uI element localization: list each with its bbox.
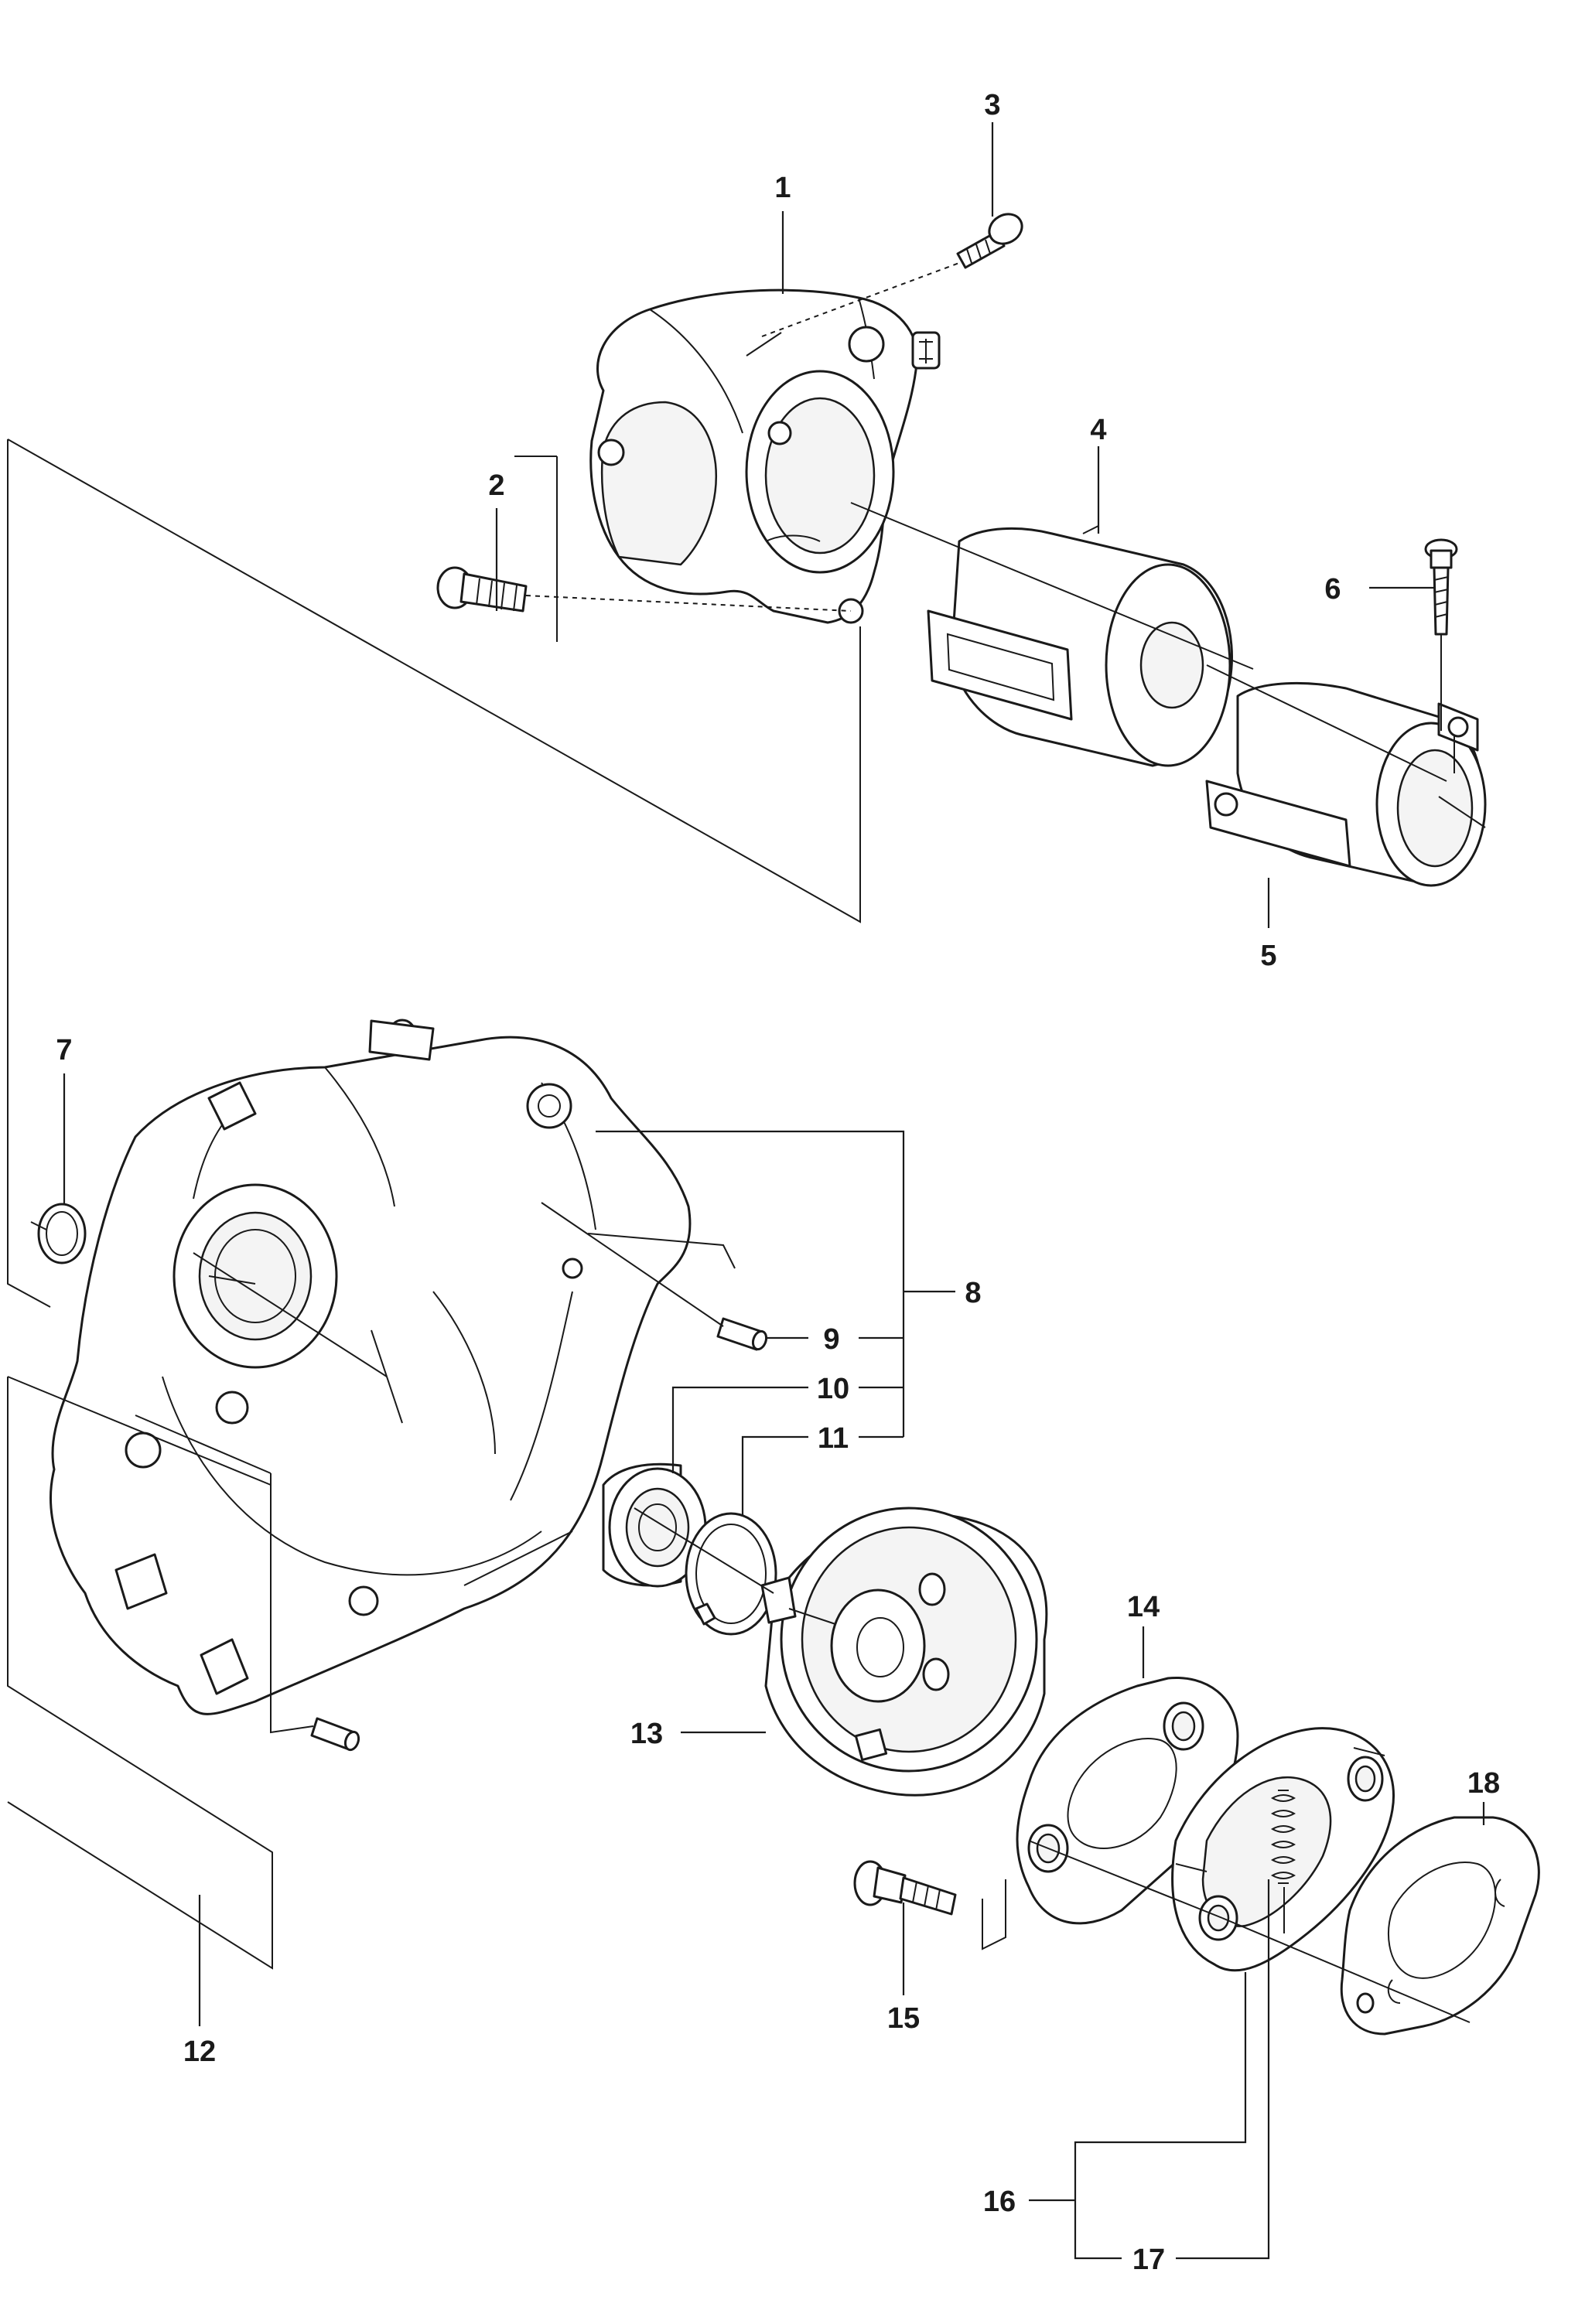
part-clutch-housing-cover [589, 288, 941, 624]
callout-2: 2 [488, 469, 504, 502]
callout-9: 9 [823, 1323, 839, 1356]
part-retaining-ring [685, 1512, 777, 1636]
part-washer-plate-18 [1340, 1816, 1540, 2036]
part-guide-pin-lower [310, 1717, 360, 1752]
callout-1: 1 [774, 172, 791, 204]
callout-11: 11 [818, 1422, 849, 1455]
callout-17: 17 [1132, 2244, 1165, 2276]
part-crankcase-half [50, 1019, 692, 1715]
projection-frames [7, 439, 1006, 1970]
callout-6: 6 [1324, 573, 1341, 606]
callout-labels: 1 2 3 4 5 6 7 8 9 10 11 12 13 14 15 16 1… [56, 89, 1500, 2276]
part-screw-top [956, 213, 1023, 269]
part-vibration-damper [927, 525, 1233, 767]
part-shaft-clamp [1205, 681, 1487, 887]
part-clutch-assembly [1171, 1727, 1395, 1972]
part-circlip [37, 1203, 87, 1264]
part-screw-left [436, 566, 528, 613]
callout-15: 15 [887, 2002, 920, 2035]
callout-16: 16 [983, 2186, 1016, 2218]
part-clutch-spring [1270, 1790, 1296, 1884]
callout-8: 8 [965, 1277, 981, 1309]
callout-3: 3 [984, 89, 1000, 121]
callout-7: 7 [56, 1034, 72, 1066]
callout-13: 13 [630, 1718, 663, 1750]
part-clamp-screw [1424, 538, 1458, 636]
leader-lines [63, 122, 1485, 2260]
part-shoulder-screw [853, 1860, 957, 1916]
callout-12: 12 [183, 2036, 216, 2068]
callout-4: 4 [1090, 414, 1106, 446]
part-clutch-drum [760, 1507, 1048, 1797]
part-guide-pin-right [716, 1317, 768, 1351]
callout-10: 10 [817, 1373, 849, 1405]
assembly-axes [30, 262, 1486, 2023]
part-washer-plate-14 [1016, 1676, 1239, 1925]
part-ball-bearing [602, 1462, 707, 1588]
callout-18: 18 [1467, 1767, 1500, 1800]
callout-14: 14 [1127, 1591, 1160, 1623]
callout-5: 5 [1260, 940, 1276, 972]
